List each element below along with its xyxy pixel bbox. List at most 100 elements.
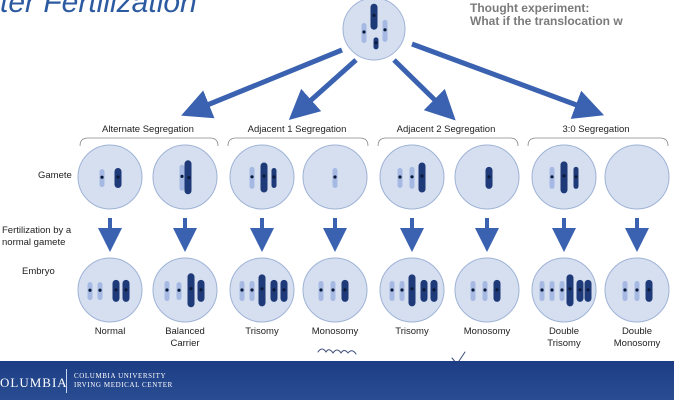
gamete-5-chrom-3-centromere [420, 174, 424, 178]
footer-bar: OLUMBIA COLUMBIA UNIVERSITY IRVING MEDIC… [0, 361, 674, 400]
embryo-3-chrom-4-centromere [272, 288, 276, 292]
outcome-label-2b: Carrier [170, 338, 199, 349]
parent-arrow-alternate [181, 47, 343, 119]
parent-arrow-adjacent2 [392, 58, 456, 121]
gamete-5-chrom-2-centromere [410, 175, 414, 179]
gamete-3-chrom-3-centromere [272, 175, 276, 179]
embryo-2-chrom-3 [187, 273, 195, 308]
embryo-3-chrom-3-centromere [260, 287, 264, 291]
gamete-5-chrom-1-centromere [398, 175, 402, 179]
parent-arrow-adjacent1 [288, 58, 358, 120]
embryo-1-chrom-2-centromere [98, 288, 102, 292]
embryo-7-chrom-2-centromere [550, 288, 554, 292]
footer-brand: OLUMBIA [0, 375, 68, 390]
row-label-fertilization-1: Fertilization by a [2, 225, 72, 236]
row-label-embryo: Embryo [22, 266, 55, 277]
embryo-cell-1 [77, 257, 143, 323]
embryo-5-chrom-4-centromere [422, 288, 426, 292]
embryo-6-chrom-1-centromere [471, 288, 475, 292]
footer-university-line-1: COLUMBIA UNIVERSITY [74, 372, 167, 380]
thought-line-1: Thought experiment: [470, 1, 590, 15]
embryo-2-chrom-1-centromere [165, 288, 169, 292]
embryo-4-chrom-2-centromere [331, 288, 335, 292]
embryo-5-chrom-2-centromere [400, 288, 404, 292]
gamete-4-chrom-1-centromere [333, 175, 337, 179]
segregation-label-2: Adjacent 1 Segregation [248, 124, 347, 135]
embryo-1-chrom-4-centromere [124, 288, 128, 292]
embryo-2-chrom-4-centromere [199, 288, 203, 292]
embryo-5-chrom-1-centromere [390, 288, 394, 292]
gamete-7-chrom-1-centromere [550, 175, 554, 179]
embryo-7-chrom-3-centromere [560, 288, 564, 292]
cells-layer [77, 0, 670, 323]
footer-divider [66, 369, 67, 393]
segregation-label-4: 3:0 Segregation [562, 124, 629, 135]
gamete-7-chrom-2-centromere [562, 174, 566, 178]
gamete-cell-8 [604, 144, 670, 210]
bracket-3-0 [527, 137, 669, 147]
embryo-8-chrom-1-centromere [623, 288, 627, 292]
outcome-label-3: Trisomy [245, 326, 279, 337]
embryo-4-chrom-3-centromere [343, 288, 347, 292]
footer-university: COLUMBIA UNIVERSITY IRVING MEDICAL CENTE… [74, 372, 173, 390]
thought-line-2: What if the translocation w [470, 14, 623, 28]
embryo-1-chrom-3-centromere [114, 288, 118, 292]
parent-chrom-2-centromere [372, 13, 376, 17]
bracket-alternate [79, 137, 219, 147]
gamete-3-chrom-2-centromere [262, 174, 266, 178]
outcome-label-8b: Monosomy [614, 338, 661, 349]
embryo-5-chrom-5-centromere [432, 288, 436, 292]
gamete-3-chrom-1-centromere [250, 175, 254, 179]
outcome-label-4: Monosomy [312, 326, 359, 337]
parent-arrow-3-0 [411, 41, 605, 119]
embryo-2-chrom-3-centromere [189, 287, 193, 291]
outcome-label-2: Balanced [165, 326, 205, 337]
embryo-3-chrom-5-centromere [282, 288, 286, 292]
row-label-gamete: Gamete [38, 170, 72, 181]
gamete-2-chrom-3-centromere [187, 176, 191, 180]
outcome-label-7b: Trisomy [547, 338, 581, 349]
embryo-6-chrom-2-centromere [483, 288, 487, 292]
gamete-1-chrom-1-centromere [100, 175, 104, 179]
embryo-7-chrom-4-centromere [568, 287, 572, 291]
outcome-label-7: Double [549, 326, 579, 337]
embryo-2-chrom-2-centromere [177, 288, 181, 292]
embryo-3-chrom-3 [258, 274, 266, 307]
parent-cell [342, 0, 406, 61]
gamete-cell-1 [77, 144, 143, 210]
gamete-1-chrom-2-centromere [116, 175, 120, 179]
gamete-6-chrom-1-centromere [487, 175, 491, 179]
segregation-label-3: Adjacent 2 Segregation [397, 124, 496, 135]
outcome-label-6: Monosomy [464, 326, 511, 337]
embryo-5-chrom-3 [408, 274, 416, 307]
footer-university-line-2: IRVING MEDICAL CENTER [74, 381, 173, 389]
embryo-1-chrom-1-centromere [88, 288, 92, 292]
outcome-label-5: Trisomy [395, 326, 429, 337]
segregation-label-1: Alternate Segregation [102, 124, 194, 135]
embryo-cell-2 [152, 257, 218, 323]
parent-chrom-1-centromere [362, 30, 366, 34]
outcome-label-8: Double [622, 326, 652, 337]
embryo-7-chrom-4 [566, 274, 574, 307]
embryo-7-chrom-5-centromere [578, 288, 582, 292]
outcome-label-1: Normal [95, 326, 126, 337]
embryo-3-chrom-2-centromere [250, 288, 254, 292]
parent-chrom-3-centromere [383, 28, 387, 32]
parent-chrom-4-centromere [374, 41, 378, 45]
bracket-adjacent2 [377, 137, 519, 147]
embryo-8-chrom-3-centromere [647, 288, 651, 292]
embryo-8-chrom-2-centromere [635, 288, 639, 292]
embryo-7-chrom-1-centromere [540, 288, 544, 292]
gamete-2-chrom-1-centromere [180, 174, 184, 178]
embryo-3-chrom-1-centromere [240, 288, 244, 292]
bracket-adjacent1 [227, 137, 369, 147]
gamete-7-chrom-3-centromere [574, 175, 578, 179]
thought-experiment-note: Thought experiment: What if the transloc… [470, 2, 623, 28]
embryo-7-chrom-6-centromere [586, 288, 590, 292]
row-label-fertilization-2: normal gamete [2, 237, 65, 248]
slide-title: ter Fertilization [0, 0, 197, 19]
embryo-5-chrom-3-centromere [410, 287, 414, 291]
embryo-6-chrom-3-centromere [495, 288, 499, 292]
embryo-4-chrom-1-centromere [319, 288, 323, 292]
